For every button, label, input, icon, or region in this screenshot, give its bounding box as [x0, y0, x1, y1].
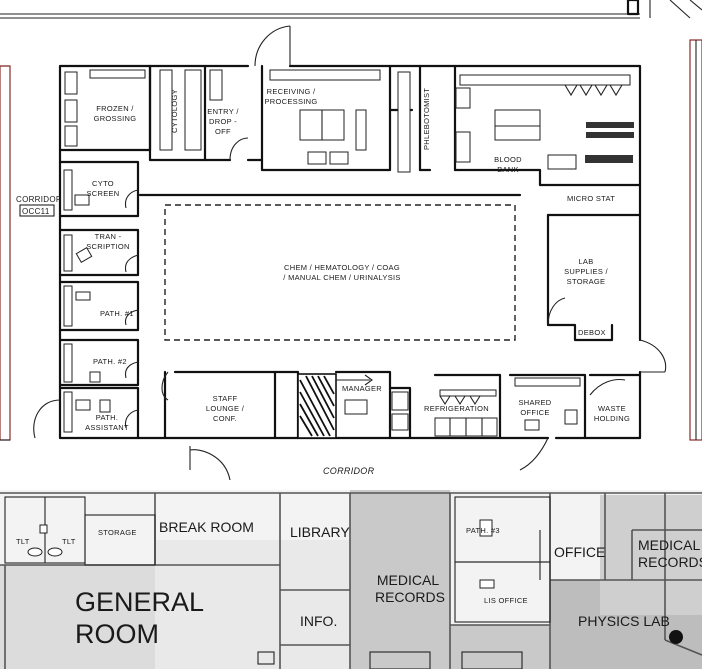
label-storage: STORAGE — [98, 528, 137, 537]
label-shared-office-2: OFFICE — [520, 408, 549, 417]
label-lab-supplies-1: LAB — [578, 257, 593, 266]
room-labels: FROZEN /GROSSING CYTOLOGY ENTRY /DROP -O… — [16, 87, 702, 649]
label-refrigeration: REFRIGERATION — [424, 404, 489, 413]
label-blood-bank-2: BANK — [497, 165, 519, 174]
label-cyto-screen-2: SCREEN — [86, 189, 119, 198]
label-office: OFFICE — [554, 544, 605, 560]
label-physics-lab: PHYSICS LAB — [578, 613, 670, 629]
west-rooms — [58, 160, 140, 440]
label-lab-supplies-2: SUPPLIES / — [564, 267, 608, 276]
label-corridor-west-code: OCC11 — [22, 207, 50, 216]
label-shared-office-1: SHARED — [518, 398, 551, 407]
label-medical-records-2a: MEDICAL — [638, 537, 700, 553]
label-general-room-1: GENERAL — [75, 587, 204, 617]
label-medical-records-1a: MEDICAL — [377, 572, 439, 588]
label-manager: MANAGER — [342, 384, 382, 393]
building-outline — [0, 0, 702, 441]
svg-text:ENTRY /DROP -OFF: ENTRY /DROP -OFF — [207, 107, 239, 136]
label-entry-1: ENTRY / — [207, 107, 239, 116]
label-staff-lounge-2: LOUNGE / — [206, 404, 245, 413]
label-break-room: BREAK ROOM — [159, 519, 254, 535]
label-cytology: CYTOLOGY — [170, 89, 179, 133]
label-path-assistant-1: PATH. — [96, 413, 118, 422]
label-receiving-1: RECEIVING / — [267, 87, 316, 96]
label-entry-3: OFF — [215, 127, 231, 136]
label-entry-2: DROP - — [209, 117, 237, 126]
label-path-assistant-2: ASSISTANT — [85, 423, 129, 432]
label-tlt-2: TLT — [62, 537, 76, 546]
south-rooms — [161, 370, 642, 481]
svg-text:RECEIVING /PROCESSING: RECEIVING /PROCESSING — [264, 87, 317, 106]
east-rooms — [546, 213, 642, 342]
label-lis-office: LIS OFFICE — [484, 596, 528, 605]
svg-text:FROZEN /GROSSING: FROZEN /GROSSING — [94, 104, 137, 123]
svg-text:TRAN -SCRIPTION: TRAN -SCRIPTION — [86, 232, 130, 251]
label-receiving-2: PROCESSING — [264, 97, 317, 106]
lower-floor-walls — [0, 492, 702, 669]
label-micro-stat: MICRO STAT — [567, 194, 615, 203]
label-blood-bank-1: BLOOD — [494, 155, 522, 164]
label-transcription-1: TRAN - — [95, 232, 122, 241]
north-rooms — [58, 64, 642, 197]
lab-perimeter-walls — [33, 25, 667, 440]
label-transcription-2: SCRIPTION — [86, 242, 130, 251]
label-corridor-south: CORRIDOR — [323, 466, 375, 476]
label-path-3: PATH. #3 — [466, 526, 500, 535]
label-lab-supplies-3: STORAGE — [567, 277, 606, 286]
label-central-lab-1: CHEM / HEMATOLOGY / COAG — [284, 263, 400, 272]
label-path-2: PATH. #2 — [93, 357, 127, 366]
label-cyto-screen-1: CYTO — [92, 179, 114, 188]
label-staff-lounge-1: STAFF — [213, 394, 238, 403]
label-waste-holding-1: WASTE — [598, 404, 626, 413]
central-lab-zone — [164, 204, 516, 341]
label-frozen-grossing-1: FROZEN / — [96, 104, 134, 113]
label-central-lab-2: / MANUAL CHEM / URINALYSIS — [283, 273, 400, 282]
label-info: INFO. — [300, 613, 337, 629]
label-medical-records-2b: RECORDS — [638, 554, 702, 570]
label-medical-records-1b: RECORDS — [375, 589, 445, 605]
svg-text:CHEM / HEMATOLOGY / COAG/ MANU: CHEM / HEMATOLOGY / COAG/ MANUAL CHEM / … — [283, 263, 400, 282]
label-library: LIBRARY — [290, 524, 350, 540]
label-staff-lounge-3: CONF. — [213, 414, 237, 423]
label-frozen-grossing-2: GROSSING — [94, 114, 137, 123]
label-phlebotomist: PHLEBOTOMIST — [422, 88, 431, 150]
svg-text:PATH.ASSISTANT: PATH.ASSISTANT — [85, 413, 129, 432]
label-debox: DEBOX — [578, 328, 606, 337]
label-tlt-1: TLT — [16, 537, 30, 546]
label-corridor-west: CORRIDOR — [16, 195, 62, 204]
label-waste-holding-2: HOLDING — [594, 414, 630, 423]
label-path-1: PATH. #1 — [100, 309, 134, 318]
label-general-room-2: ROOM — [75, 619, 159, 649]
